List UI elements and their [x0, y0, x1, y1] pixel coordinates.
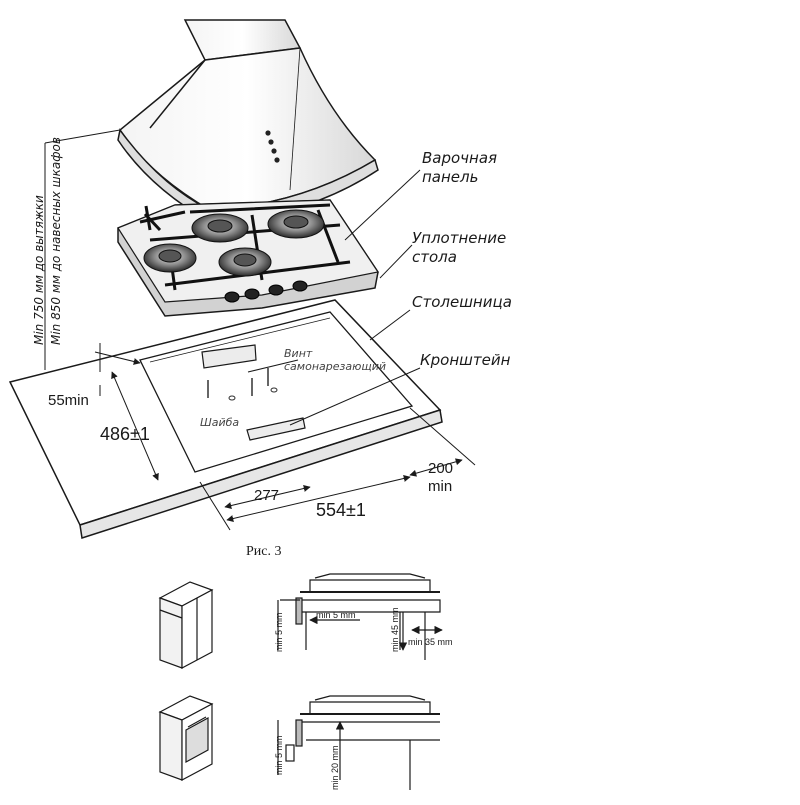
- burner-icon: [191, 213, 249, 243]
- rear-gap-unit: min: [428, 478, 452, 495]
- burner-icon: [143, 243, 197, 273]
- bottom-depth-label: min 20 mm: [330, 745, 340, 790]
- width-dimension: 554±1: [316, 500, 366, 520]
- cooker-hood: [117, 19, 379, 223]
- side-gap-dimension: 55min: [48, 392, 89, 409]
- hood-lights-icon: [265, 130, 280, 163]
- leader-lines: [247, 169, 421, 426]
- bottom-side-label: min 5 mm: [274, 735, 284, 775]
- bracket-spacing-dimension: 277: [254, 487, 279, 504]
- cabinet-height-note: Min 850 мм до навесных шкафов: [49, 137, 63, 345]
- top-rear-label: min 35 mm: [408, 637, 453, 647]
- screw-label-line2: самонарезающий: [284, 360, 386, 373]
- figure-caption: Рис. 3: [246, 544, 282, 559]
- depth-dimension: 486±1: [100, 424, 150, 444]
- dimension-lines: [94, 343, 476, 531]
- rear-gap-value: 200: [428, 460, 453, 477]
- burner-icon: [267, 209, 325, 239]
- top-side-label: min 5 mm: [274, 612, 284, 652]
- burner-icon: [218, 247, 272, 277]
- mounting-bracket: [201, 344, 306, 441]
- hood-height-note: Min 750 мм до вытяжки: [32, 195, 46, 345]
- hob-label-line2: панель: [422, 168, 478, 186]
- control-knob-icon: [224, 280, 308, 303]
- hob-label-line1: Варочная: [422, 149, 497, 167]
- top-depth-label: min 45 mm: [390, 607, 400, 652]
- seal-label-line2: стола: [412, 248, 457, 266]
- bracket-label: Кронштейн: [420, 351, 511, 369]
- top-gap-label: min 5 mm: [316, 610, 356, 620]
- gas-hob: [117, 199, 379, 317]
- seal-label-line1: Уплотнение: [412, 229, 506, 247]
- height-dimension-line: [44, 129, 121, 370]
- cabinet-with-oven-icon: [158, 695, 214, 781]
- cabinet-with-doors-icon: [158, 581, 214, 669]
- washer-label: Шайба: [200, 416, 239, 429]
- screw-label-line1: Винт: [284, 347, 313, 360]
- screw-icon: [207, 368, 269, 398]
- section-detail-top: [277, 573, 443, 660]
- washer-icon: [228, 387, 278, 401]
- worktop-label: Столешница: [412, 293, 512, 311]
- section-detail-bottom: [277, 695, 440, 790]
